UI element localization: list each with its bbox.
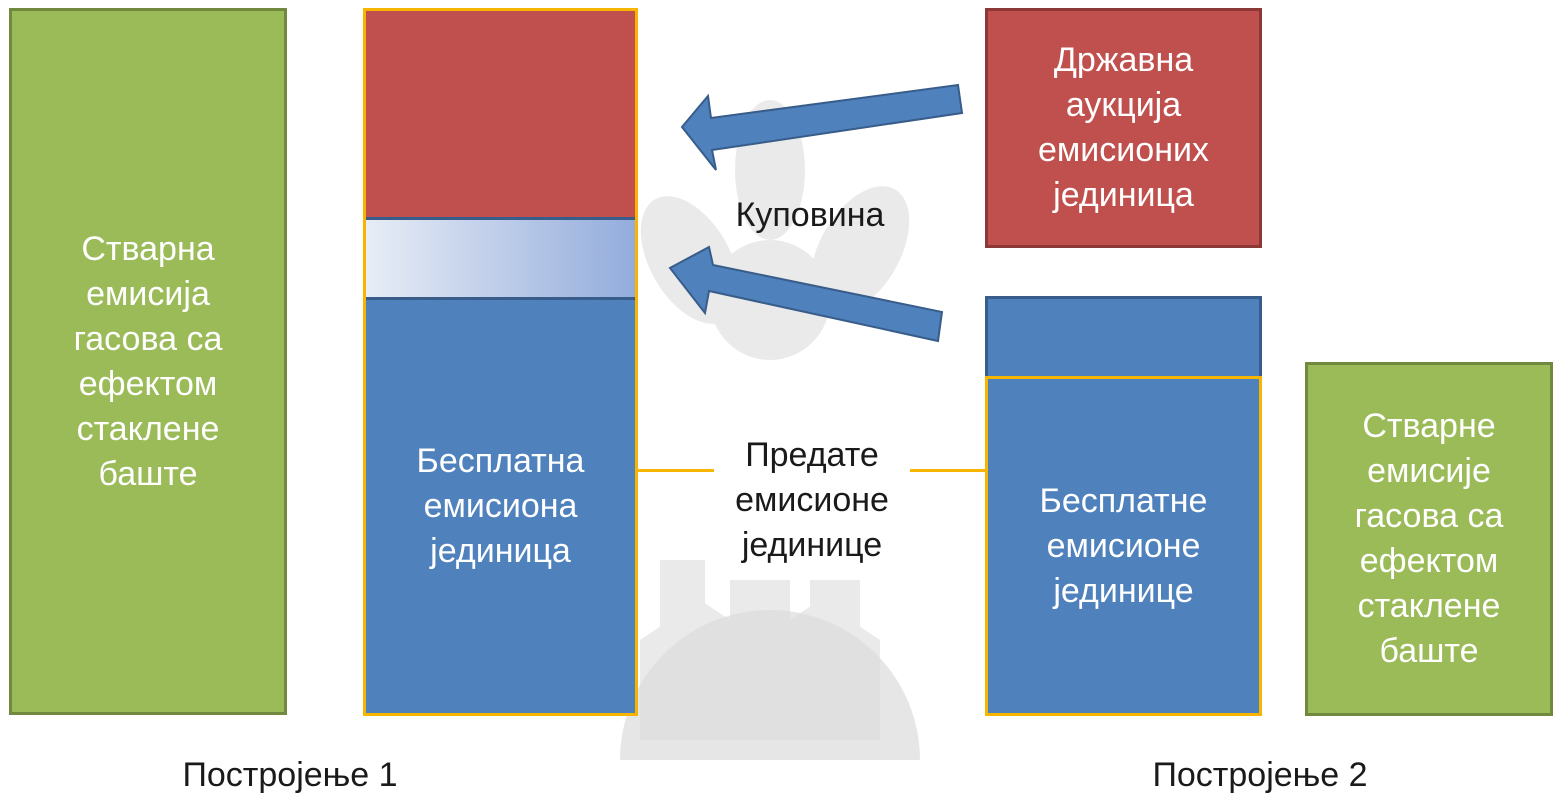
connector-line-right bbox=[910, 469, 985, 472]
plant1-transferred-segment bbox=[366, 220, 635, 300]
plant2-label: Постројење 2 bbox=[1120, 750, 1400, 800]
plant2-free-allowances-text: Бесплатне емисионе јединице bbox=[1039, 481, 1208, 610]
plant2-label-text: Постројење 2 bbox=[1152, 755, 1368, 794]
plant2-actual-emissions-box: Стварне емисије гасова са ефектом стакле… bbox=[1305, 362, 1553, 716]
transferred-label: Предате емисионе јединице bbox=[714, 420, 910, 580]
purchase-label-text: Куповина bbox=[735, 195, 885, 234]
connector-line-left bbox=[638, 469, 714, 472]
plant1-label-text: Постројење 1 bbox=[182, 755, 398, 794]
plant1-actual-emissions-box: Стварна емисија гасова са ефектом стакле… bbox=[9, 8, 287, 715]
plant1-purchased-segment bbox=[366, 11, 635, 220]
plant1-label: Постројење 1 bbox=[150, 750, 430, 800]
plant1-free-allowance-segment: Бесплатна емисиона јединица bbox=[366, 300, 635, 713]
plant2-surplus-segment bbox=[985, 296, 1262, 386]
transferred-label-text: Предате емисионе јединице bbox=[735, 435, 889, 564]
plant2-free-allowances-box: Бесплатне емисионе јединице bbox=[985, 376, 1262, 716]
plant1-actual-emissions-text: Стварна емисија гасова са ефектом стакле… bbox=[73, 229, 223, 493]
purchase-arrow bbox=[680, 83, 964, 171]
plant1-column: Бесплатна емисиона јединица bbox=[363, 8, 638, 716]
plant1-free-allowance-text: Бесплатна емисиона јединица bbox=[416, 442, 585, 570]
state-auction-box: Државна аукција емисионих јединица bbox=[985, 8, 1262, 248]
plant2-actual-emissions-text: Стварне емисије гасова са ефектом стакле… bbox=[1354, 407, 1504, 670]
state-auction-text: Државна аукција емисионих јединица bbox=[1038, 41, 1209, 214]
purchase-label: Куповина bbox=[700, 190, 920, 240]
transfer-arrow bbox=[668, 245, 944, 343]
